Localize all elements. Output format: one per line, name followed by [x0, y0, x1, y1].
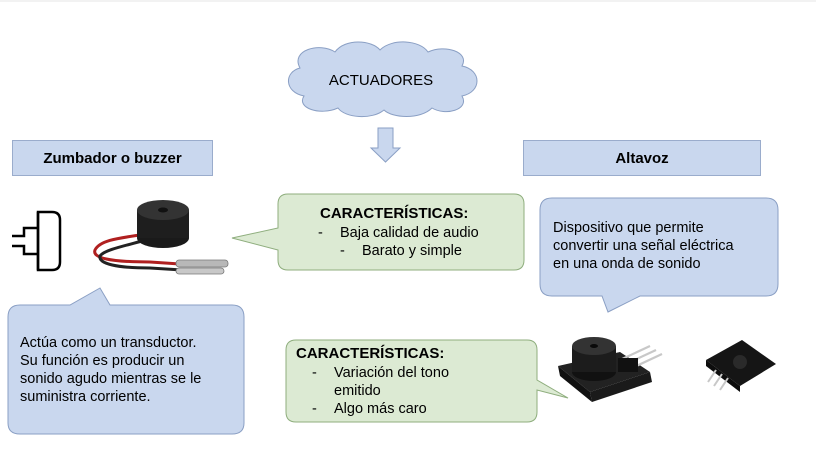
buzzer-description: Actúa como un transductor. Su función es…: [20, 335, 202, 405]
speaker-module-small-photo: [706, 340, 776, 392]
buzzer-photo: [93, 200, 229, 275]
speaker-description: Dispositivo que permite convertir una se…: [553, 220, 734, 272]
speaker-feature-item-cont: emitido: [334, 383, 381, 399]
buzzer-features-heading: CARACTERÍSTICAS:: [320, 205, 469, 222]
buzzer-feature-item: -Baja calidad de audio: [318, 225, 479, 241]
down-arrow: [369, 127, 402, 163]
speaker-features: CARACTERÍSTICAS: -Variación del tono emi…: [296, 345, 532, 418]
buzzer-label: Zumbador o buzzer: [12, 140, 213, 176]
buzzer-symbol-icon: [12, 210, 62, 272]
buzzer-feature-item: -Barato y simple: [340, 243, 462, 259]
speaker-features-heading: CARACTERÍSTICAS:: [296, 345, 445, 362]
speaker-feature-item: -Variación del tono: [312, 365, 450, 381]
speaker-label: Altavoz: [523, 140, 761, 176]
buzzer-features: CARACTERÍSTICAS: -Baja calidad de audio …: [318, 205, 518, 260]
speaker-description-callout: [539, 197, 779, 313]
speaker-module-photo: [558, 337, 663, 402]
speaker-features-callout: [285, 339, 569, 423]
buzzer-description-callout: [7, 287, 245, 435]
speaker-feature-item: -Algo más caro: [312, 401, 427, 417]
diagram-title: ACTUADORES: [328, 72, 434, 89]
buzzer-features-callout: [231, 193, 525, 271]
cloud-shape: [288, 41, 478, 117]
